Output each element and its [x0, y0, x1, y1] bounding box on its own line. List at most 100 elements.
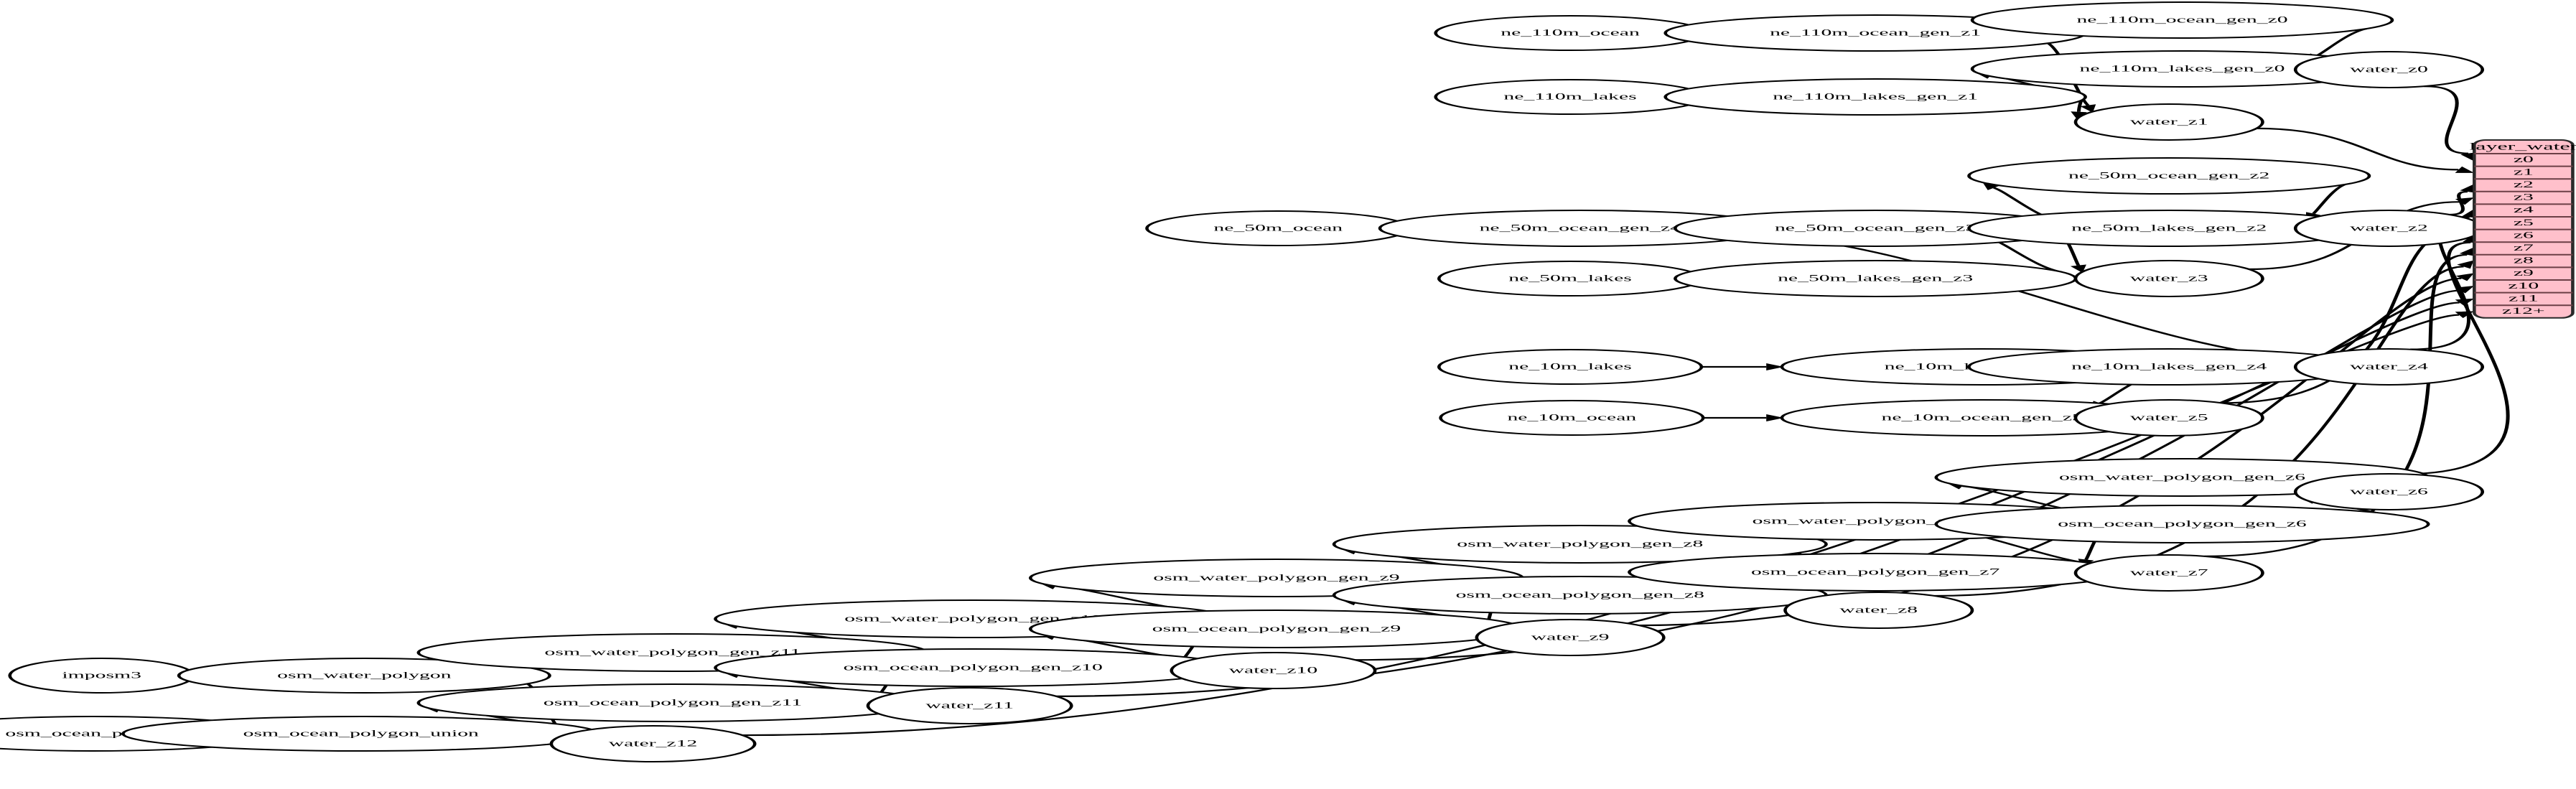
node-label: water_z8	[1839, 604, 1918, 615]
node-label: ne_110m_lakes	[1503, 91, 1636, 101]
graph-node-ne_110m_ocean_gen_z0[interactable]: ne_110m_ocean_gen_z0	[1970, 1, 2394, 39]
graph-node-ne_50m_ocean[interactable]: ne_50m_ocean	[1145, 210, 1411, 246]
node-shape	[1967, 157, 2371, 195]
edge-arrowhead	[2457, 260, 2474, 269]
graph-node-ne_50m_lakes_gen_z3[interactable]: ne_50m_lakes_gen_z3	[1674, 260, 2078, 297]
node-label: ne_110m_lakes_gen_z1	[1773, 91, 1978, 101]
node-shape	[549, 725, 757, 762]
node-label: water_z5	[2130, 412, 2208, 422]
node-label: ne_50m_ocean	[1213, 223, 1343, 233]
node-label: ne_50m_ocean_gen_z4	[1480, 223, 1681, 233]
edge-arrowhead	[2455, 197, 2475, 205]
graph-node-ne_50m_lakes[interactable]: ne_50m_lakes	[1437, 261, 1704, 297]
node-label: water_z6	[2350, 486, 2428, 496]
node-label: ne_10m_lakes_gen_z4	[2071, 361, 2267, 371]
node-label: osm_ocean_polygon_union	[243, 728, 480, 738]
node-label: osm_water_polygon_gen_z9	[1153, 572, 1399, 582]
node-shape	[1934, 505, 2430, 543]
graph-edge	[2424, 85, 2469, 154]
graph-node-ne_110m_lakes[interactable]: ne_110m_lakes	[1434, 79, 1707, 115]
node-label: osm_water_polygon_gen_z6	[2059, 472, 2305, 482]
node-label: ne_110m_ocean_gen_z1	[1770, 27, 1981, 37]
graph-node-water_z3[interactable]: water_z3	[2073, 260, 2264, 297]
node-label: ne_50m_lakes_gen_z2	[2071, 223, 2267, 233]
node-label: ne_10m_ocean_gen_z5	[1882, 412, 2083, 422]
graph-edge	[2256, 127, 2459, 171]
node-shape	[1170, 652, 1377, 689]
node-shape	[1663, 78, 2087, 116]
node-label: ne_50m_lakes	[1508, 273, 1632, 283]
node-label: water_z12	[609, 738, 698, 748]
graph-edge	[1056, 302, 2460, 697]
layer-water-title: layer_water	[2469, 141, 2576, 152]
graph-node-osm_water_polygon[interactable]: osm_water_polygon	[177, 658, 551, 694]
node-label: imposm3	[62, 670, 141, 680]
node-label: ne_110m_lakes_gen_z0	[2080, 63, 2285, 73]
graph-node-ne_50m_ocean_gen_z4[interactable]: ne_50m_ocean_gen_z4	[1378, 210, 1782, 247]
graph-node-water_z11[interactable]: water_z11	[866, 687, 1073, 724]
node-shape	[2073, 399, 2264, 436]
node-shape	[2293, 348, 2485, 386]
graph-node-water_z7[interactable]: water_z7	[2073, 554, 2264, 592]
graph-edge	[2312, 184, 2346, 215]
graph-node-water_z0[interactable]: water_z0	[2293, 51, 2485, 88]
graph-node-water_z10[interactable]: water_z10	[1170, 652, 1377, 689]
graph-node-osm_ocean_polygon_union[interactable]: osm_ocean_polygon_union	[121, 716, 601, 752]
graph-node-ne_10m_lakes[interactable]: ne_10m_lakes	[1437, 349, 1704, 385]
graph-node-ne_10m_ocean[interactable]: ne_10m_ocean	[1439, 400, 1705, 436]
node-shape	[177, 658, 551, 694]
table-row-z2: z2	[2514, 179, 2534, 190]
node-label: water_z0	[2350, 64, 2428, 74]
graph-node-water_z5[interactable]: water_z5	[2073, 399, 2264, 436]
table-row-z7: z7	[2514, 243, 2534, 253]
graph-node-water_z1[interactable]: water_z1	[2073, 103, 2264, 141]
graph-edge	[2449, 190, 2468, 216]
table-row-z4: z4	[2514, 205, 2534, 215]
graph-node-imposm3[interactable]: imposm3	[8, 658, 195, 694]
node-label: osm_ocean_polygon_gen_z6	[2058, 518, 2306, 528]
edge-arrowhead	[1766, 414, 1784, 421]
graph-node-water_z9[interactable]: water_z9	[1475, 619, 1666, 656]
graph-node-osm_ocean_polygon_gen_z10[interactable]: osm_ocean_polygon_gen_z10	[714, 648, 1233, 687]
node-label: ne_50m_lakes_gen_z3	[1778, 273, 1973, 283]
edge-arrowhead	[2455, 166, 2475, 173]
node-label: water_z10	[1229, 665, 1318, 675]
graph-node-ne_10m_lakes_gen_z4[interactable]: ne_10m_lakes_gen_z4	[1967, 348, 2371, 386]
node-label: osm_water_polygon_gen_z8	[1457, 538, 1703, 548]
node-label: ne_50m_ocean_gen_z2	[2068, 170, 2269, 180]
node-label: osm_ocean_polygon_gen_z11	[543, 697, 802, 707]
table-row-z8: z8	[2514, 255, 2534, 265]
graph-node-osm_ocean_polygon_gen_z11[interactable]: osm_ocean_polygon_gen_z11	[416, 683, 929, 722]
node-label: water_z2	[2350, 223, 2428, 233]
node-shape	[2073, 103, 2264, 141]
graph-node-water_z6[interactable]: water_z6	[2293, 473, 2485, 510]
table-row-z11: z11	[2509, 293, 2539, 303]
graph-node-ne_110m_lakes_gen_z0[interactable]: ne_110m_lakes_gen_z0	[1970, 50, 2394, 88]
table-row-z3: z3	[2514, 192, 2534, 202]
graph-node-ne_50m_ocean_gen_z2[interactable]: ne_50m_ocean_gen_z2	[1967, 157, 2371, 195]
node-shape	[1475, 619, 1666, 656]
layer-water-table[interactable]: layer_waterz0z1z2z3z4z5z6z7z8z9z10z11z12…	[2469, 139, 2576, 319]
graph-node-osm_ocean_polygon_gen_z6[interactable]: osm_ocean_polygon_gen_z6	[1934, 505, 2430, 543]
nodes-layer: imposm3 osm_water_polygon osm_ocean_polygo…	[0, 1, 2485, 762]
table-row-z5: z5	[2514, 217, 2534, 227]
node-label: ne_110m_ocean_gen_z0	[2076, 14, 2287, 24]
graph-node-ne_50m_lakes_gen_z2[interactable]: ne_50m_lakes_gen_z2	[1967, 210, 2371, 247]
node-label: osm_ocean_polygon_gen_z7	[1751, 566, 1999, 576]
graph-node-water_z8[interactable]: water_z8	[1783, 592, 1974, 629]
node-label: water_z4	[2350, 361, 2429, 371]
graph-node-osm_ocean_polygon_gen_z7[interactable]: osm_ocean_polygon_gen_z7	[1628, 553, 2124, 592]
graph-node-water_z4[interactable]: water_z4	[2293, 348, 2485, 386]
graph-node-water_z12[interactable]: water_z12	[549, 725, 757, 762]
node-label: osm_ocean_polygon_gen_z8	[1456, 589, 1704, 599]
node-label: osm_water_polygon_gen_z10	[844, 613, 1101, 623]
edge-arrowhead	[2455, 286, 2475, 294]
graph-node-ne_110m_lakes_gen_z1[interactable]: ne_110m_lakes_gen_z1	[1663, 78, 2087, 116]
edge-arrowhead	[2080, 104, 2096, 113]
graph-node-water_z2[interactable]: water_z2	[2293, 210, 2485, 247]
graph-node-osm_ocean_polygon_gen_z9[interactable]: osm_ocean_polygon_gen_z9	[1028, 610, 1525, 648]
edge-arrowhead	[1766, 363, 1784, 370]
edge-arrowhead	[2455, 273, 2474, 281]
node-label: ne_110m_ocean	[1501, 27, 1640, 37]
